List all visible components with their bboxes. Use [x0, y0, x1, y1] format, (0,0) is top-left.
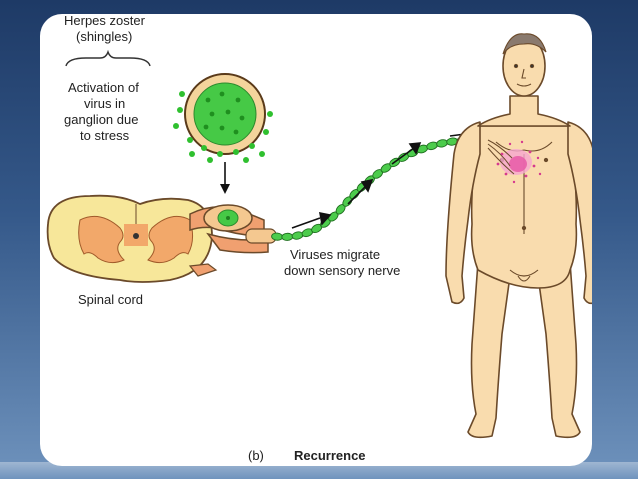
slide-panel: Herpes zoster (shingles) Activation of v… — [40, 14, 592, 466]
slide-reflection — [0, 462, 638, 479]
panel-letter: (b) — [248, 448, 264, 463]
herpes-zoster-diagram: Herpes zoster (shingles) Activation of v… — [46, 14, 592, 463]
herpes-title-line1: Herpes zoster — [64, 14, 146, 28]
spinal-cord-section — [46, 194, 213, 283]
brace — [65, 49, 151, 67]
activation-line3: ganglion due — [64, 112, 138, 127]
spinal-cord-label: Spinal cord — [78, 292, 143, 307]
human-body — [445, 35, 592, 439]
activation-line1: Activation of — [68, 80, 139, 95]
migrate-line2: down sensory nerve — [284, 263, 400, 278]
virus-bead — [281, 232, 294, 241]
virus-bead — [436, 139, 448, 148]
nerve-roots — [188, 204, 277, 277]
activation-line2: virus in — [84, 96, 125, 111]
arrow-down-head — [220, 184, 230, 194]
migrate-line1: Viruses migrate — [290, 247, 380, 262]
figure-caption: Recurrence — [294, 448, 366, 463]
virus-bead — [291, 231, 304, 240]
herpes-title-line2: (shingles) — [76, 29, 132, 44]
shingles-rash — [487, 139, 542, 184]
infected-ganglion-cell — [173, 73, 273, 163]
activation-line4: to stress — [80, 128, 130, 143]
